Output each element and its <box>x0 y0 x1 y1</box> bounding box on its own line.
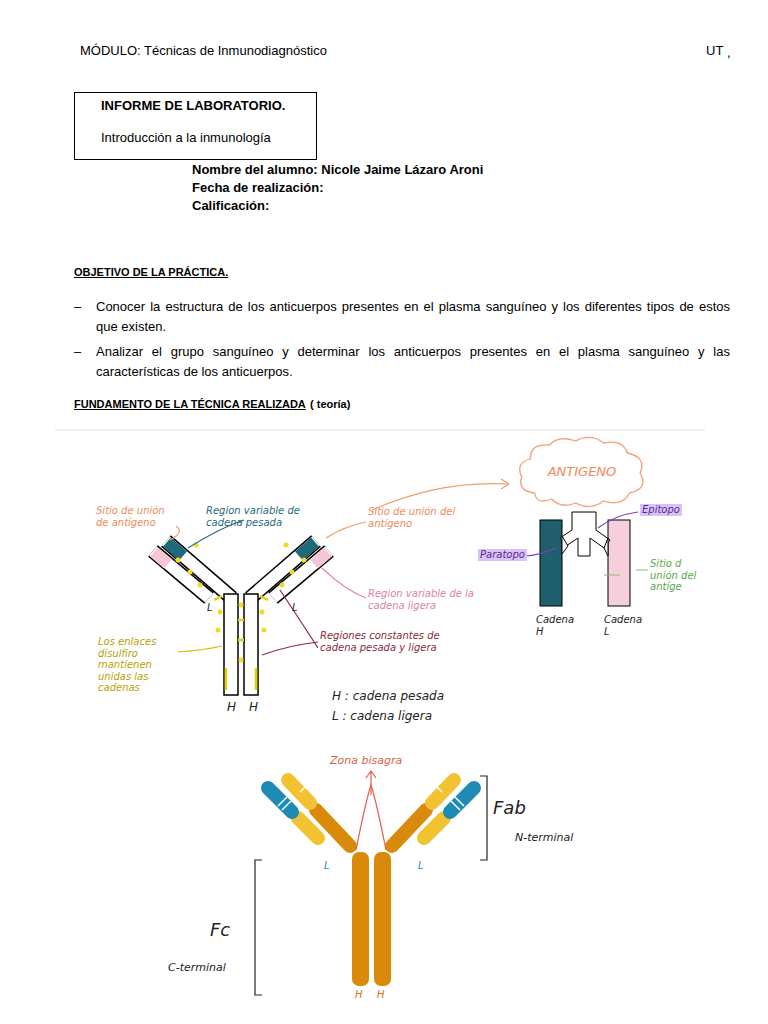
callout-label: Epitopo <box>640 504 682 516</box>
bullet-dash: – <box>74 342 81 362</box>
chain-letter: H <box>355 989 363 1001</box>
unit-header: UT <box>706 42 723 60</box>
grade-field: Calificación: <box>192 197 269 215</box>
callout-label: Sitio de unión de antígeno <box>96 505 178 528</box>
chain-letter: L <box>292 602 298 614</box>
callout-label: Region variable de cadena pesada <box>206 505 324 528</box>
region-label: Fc <box>210 920 230 941</box>
header-mark: , <box>727 44 731 62</box>
section-heading: FUNDAMENTO DE LA TÉCNICA REALIZADA <box>74 395 306 413</box>
callout-label: Sitio de unión del antígeno <box>368 506 480 529</box>
student-name: Nombre del alumno: Nicole Jaime Lázaro A… <box>192 161 483 179</box>
section-heading: OBJETIVO DE LA PRÁCTICA. <box>74 263 228 281</box>
callout-label: Zona bisagra <box>330 755 402 768</box>
chain-letter: H <box>377 989 385 1001</box>
callout-label: Paratopo <box>478 549 527 561</box>
report-title-box: INFORME DE LABORATORIO. Introducción a la… <box>74 92 317 160</box>
terminal-label: N-terminal <box>515 832 573 845</box>
bullet-dash: – <box>74 297 81 317</box>
antigen-label: ANTIGENO <box>513 465 651 480</box>
callout-label: Region variable de la cadena ligera <box>368 588 478 611</box>
section-note: ( teoría) <box>310 395 350 413</box>
chain-letter: L <box>324 860 330 872</box>
chain-letter: H <box>249 701 258 715</box>
callout-label: Los enlaces disulfiro mantienen unidas l… <box>98 636 182 694</box>
chain-letter: H <box>227 701 236 715</box>
chain-name: Cadena H <box>536 614 576 637</box>
report-subtitle: Introducción a la inmunología <box>101 129 306 147</box>
legend-note: L : cadena ligera <box>332 710 432 724</box>
date-field: Fecha de realización: <box>192 179 324 197</box>
legend-note: H : cadena pesada <box>332 690 444 704</box>
callout-label: Regiones constantes de cadena pesada y l… <box>320 630 458 653</box>
antigen-cloud: ANTIGENO <box>513 433 651 513</box>
module-header: MÓDULO: Técnicas de Inmunodiagnóstico <box>80 42 327 60</box>
report-title: INFORME DE LABORATORIO. <box>101 97 306 115</box>
callout-label: Sitio d unión del antíge <box>650 558 708 593</box>
objective-text: Conocer la estructura de los anticuerpos… <box>96 297 730 337</box>
chain-letter: L <box>207 602 213 614</box>
region-label: Fab <box>493 798 526 819</box>
terminal-label: C-terminal <box>168 962 226 975</box>
chain-letter: L <box>418 860 424 872</box>
chain-name: Cadena L <box>604 614 648 637</box>
objective-text: Analizar el grupo sanguíneo y determinar… <box>96 342 730 382</box>
